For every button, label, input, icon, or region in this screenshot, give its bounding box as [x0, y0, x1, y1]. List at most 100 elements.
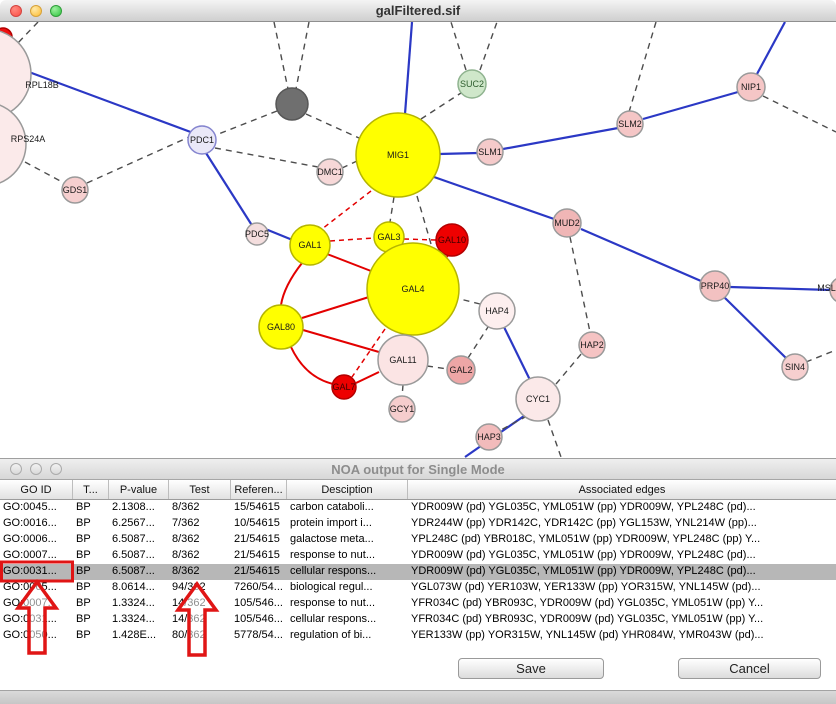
network-edge-blue[interactable] — [433, 175, 555, 221]
network-edge-dash[interactable] — [15, 22, 39, 46]
network-edge-dash[interactable] — [479, 22, 498, 71]
network-node-gal4[interactable] — [366, 242, 460, 336]
network-edge-dash[interactable] — [341, 160, 358, 169]
network-node-msl5[interactable] — [829, 277, 836, 303]
network-edge-blue[interactable] — [262, 226, 296, 243]
network-node-mig1[interactable] — [355, 112, 441, 198]
network-edge-dash[interactable] — [86, 136, 190, 184]
network-edge-red[interactable] — [326, 253, 372, 272]
network-edge-blue[interactable] — [756, 22, 786, 75]
network-edge-dash[interactable] — [273, 22, 289, 90]
network-edge-dash[interactable] — [389, 196, 395, 223]
zoom-button-inactive[interactable] — [50, 463, 62, 475]
network-edge-reddash[interactable] — [329, 237, 375, 242]
network-node-gal2[interactable] — [446, 355, 476, 385]
network-node[interactable] — [275, 87, 309, 121]
network-edge-dash[interactable] — [426, 365, 449, 370]
zoom-button[interactable] — [50, 4, 62, 17]
network-node-slm1[interactable] — [476, 138, 504, 166]
network-node-gal10[interactable] — [435, 223, 469, 257]
network-edge-blue[interactable] — [438, 151, 479, 156]
network-node-prp40[interactable] — [699, 270, 731, 302]
network-node-cyc1[interactable] — [515, 376, 561, 422]
network-edge-dash[interactable] — [215, 110, 278, 136]
network-node-nip1[interactable] — [736, 72, 766, 102]
network-edge-dash[interactable] — [214, 147, 319, 168]
network-node-rps24a[interactable] — [0, 102, 27, 186]
network-node-suc2[interactable] — [457, 69, 487, 99]
network-node-hap2[interactable] — [578, 331, 606, 359]
column-header-description[interactable]: Desciption — [287, 480, 408, 499]
network-edge-dash[interactable] — [295, 22, 310, 90]
network-edge-dash[interactable] — [569, 236, 591, 333]
minimize-button[interactable] — [30, 4, 42, 17]
network-edge-red[interactable] — [355, 371, 380, 384]
network-node-hap3[interactable] — [475, 423, 503, 451]
save-button[interactable]: Save — [458, 658, 604, 679]
network-node-gal7[interactable] — [331, 374, 357, 400]
network-edge-dash[interactable] — [401, 384, 404, 398]
network-edge-dash[interactable] — [459, 298, 481, 305]
network-edge-red[interactable] — [301, 296, 370, 319]
cancel-button[interactable]: Cancel — [678, 658, 821, 679]
network-node-hap4[interactable] — [478, 292, 516, 330]
close-button[interactable] — [10, 4, 22, 17]
network-edge-dash[interactable] — [24, 161, 65, 184]
network-edge-blue[interactable] — [723, 296, 788, 360]
network-node-sin4[interactable] — [781, 353, 809, 381]
network-node-gcy1[interactable] — [388, 395, 416, 423]
column-header-test[interactable]: Test — [169, 480, 231, 499]
network-node-gal1[interactable] — [289, 224, 331, 266]
network-node-slm2[interactable] — [616, 110, 644, 138]
network-node-pdc1[interactable] — [187, 125, 217, 155]
network-edge-dash[interactable] — [305, 113, 360, 139]
network-edge-dash[interactable] — [467, 326, 489, 359]
network-edge-blue[interactable] — [642, 90, 739, 121]
minimize-button-inactive[interactable] — [30, 463, 42, 475]
network-edge-red[interactable] — [302, 329, 380, 353]
network-edge-dash[interactable] — [450, 22, 467, 71]
network-edge-red[interactable] — [290, 346, 334, 385]
column-header-associated-edges[interactable]: Associated edges — [578, 483, 666, 496]
network-edge-blue[interactable] — [1, 60, 197, 136]
close-button-inactive[interactable] — [10, 463, 22, 475]
network-edge-dash[interactable] — [498, 415, 528, 432]
network-node-gds1[interactable] — [61, 176, 89, 204]
column-header-reference[interactable]: Referen... — [231, 480, 287, 499]
network-edge-dash[interactable] — [555, 352, 583, 385]
network-node-gal11[interactable] — [377, 334, 429, 386]
network-node-dmc1[interactable] — [316, 158, 344, 186]
network-edge-reddash[interactable] — [403, 238, 437, 241]
network-edge-dash[interactable] — [762, 95, 836, 133]
network-edge-blue[interactable] — [502, 126, 619, 151]
network-node-gal80[interactable] — [258, 304, 304, 350]
network-edge-dash[interactable] — [420, 92, 462, 120]
network-edge-blue[interactable] — [403, 22, 414, 115]
column-header-p-value[interactable]: P-value — [109, 480, 169, 499]
network-edge-dash[interactable] — [416, 195, 432, 245]
column-header-type[interactable]: T... — [73, 480, 109, 499]
network-edge-red[interactable] — [280, 262, 303, 306]
network-node-rpl18b[interactable] — [0, 29, 32, 119]
network-edge-blue[interactable] — [205, 152, 254, 228]
network-node-mud2[interactable] — [552, 208, 582, 238]
network-node-pdc5[interactable] — [245, 222, 269, 246]
network-edge-dash[interactable] — [805, 349, 836, 363]
network-edge-dash[interactable] — [547, 419, 562, 458]
network-edge-blue[interactable] — [580, 227, 702, 283]
column-header-go-id[interactable]: GO ID — [0, 480, 73, 499]
network-edge-reddash[interactable] — [351, 328, 386, 378]
network-edge-reddash[interactable] — [321, 190, 372, 230]
network-edge-blue[interactable] — [503, 326, 531, 381]
network-edge-blue[interactable] — [729, 285, 832, 292]
